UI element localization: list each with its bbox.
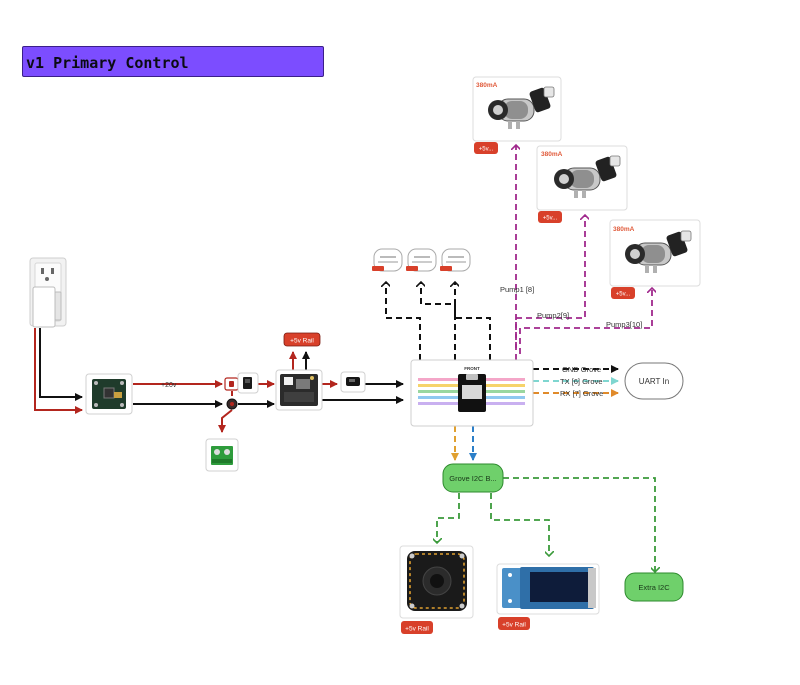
- grove-i2c-node[interactable]: Grove I2C B...: [442, 463, 504, 493]
- rail-top-label: +5v Rail: [290, 338, 314, 345]
- regulator-node[interactable]: [275, 369, 323, 411]
- buck-converter-node[interactable]: [85, 373, 133, 415]
- pump-2-current: 380mA: [541, 151, 563, 158]
- sensor-module-2[interactable]: [406, 248, 437, 272]
- encoder-node[interactable]: +5v Rail: [399, 545, 474, 634]
- sensor-module-1[interactable]: [372, 248, 403, 272]
- title-bar: v1 Primary Control: [22, 46, 324, 77]
- pump-2-badge: +5v...: [543, 216, 558, 222]
- pump-3-current: 380mA: [613, 226, 635, 233]
- rail-badge-top: +5v Rail: [283, 332, 321, 347]
- voltage-20v-label: +20v: [161, 382, 177, 389]
- pump-1-current: 380mA: [476, 82, 498, 89]
- barrel-jack-node[interactable]: [237, 372, 259, 394]
- extra-i2c-node[interactable]: Extra I2C: [624, 572, 684, 602]
- pump-2-node[interactable]: 380mA +5v...: [536, 145, 628, 223]
- uart-in-node[interactable]: UART In: [624, 362, 684, 400]
- pump3-line-label: Pump3[10]: [606, 320, 642, 329]
- tx-grove-label: TX [6] Grove: [560, 377, 603, 386]
- power-connector-node[interactable]: [224, 377, 239, 410]
- screw-terminal-node[interactable]: [205, 438, 239, 472]
- pump-3-node[interactable]: 380mA +5v...: [609, 219, 701, 299]
- mcu-pin-stripes: [418, 378, 525, 405]
- oled-display-node[interactable]: +5v Rail: [496, 563, 600, 630]
- pump-1-badge: +5v...: [479, 147, 494, 153]
- pump-3-badge: +5v...: [616, 292, 631, 298]
- rail-display-label: +5v Rail: [502, 622, 526, 629]
- wall-outlet-node[interactable]: [29, 257, 67, 328]
- pump1-line-label: Pump1 [8]: [500, 285, 534, 294]
- pump-1-node[interactable]: 380mA +5v...: [472, 76, 562, 154]
- mcu-board-node[interactable]: FRONT: [410, 359, 534, 427]
- pump-wires: [516, 145, 652, 360]
- grove-i2c-label: Grove I2C B...: [449, 474, 497, 483]
- mcu-front-label: FRONT: [464, 366, 480, 371]
- extra-i2c-label: Extra I2C: [638, 583, 670, 592]
- sensor-wires: [386, 282, 491, 360]
- rx-grove-label: RX [7] Grove: [560, 389, 603, 398]
- uart-wires: [533, 365, 619, 397]
- sensor-module-3[interactable]: [440, 248, 471, 272]
- gnd-grove-label: GND Grove: [562, 365, 601, 374]
- i2c-wires: [437, 426, 655, 572]
- uart-in-label: UART In: [639, 377, 669, 386]
- pump2-line-label: Pump2[9]: [537, 311, 569, 320]
- usb-plug-node[interactable]: [340, 371, 366, 393]
- diagram-title: v1 Primary Control: [26, 54, 189, 72]
- rail-knob-label: +5v Rail: [405, 626, 429, 633]
